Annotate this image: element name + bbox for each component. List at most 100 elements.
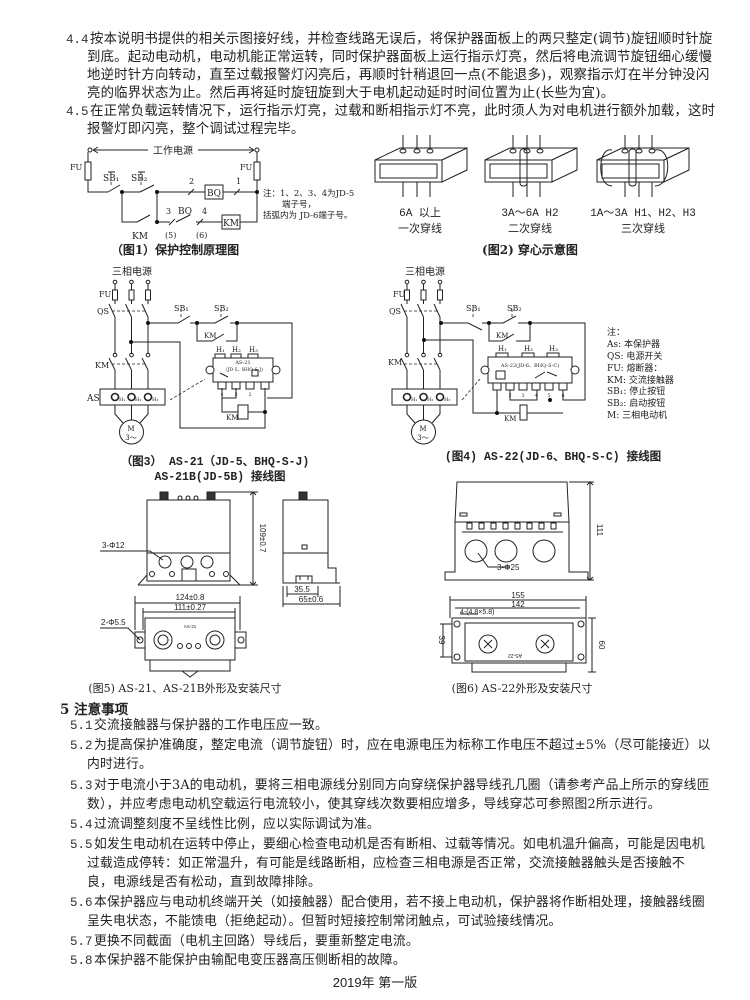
bq-box-label: BQ: [207, 189, 221, 199]
three-phase-source-label: 三相电源: [405, 265, 445, 278]
terminal-number: 3: [522, 393, 525, 399]
legend-line: SB₂: 启动按钮: [607, 397, 665, 409]
paragraph-line: 本保护器不能保护由输配电变压器高压侧断相的故障。: [94, 953, 406, 968]
pass-label: 三次穿线: [621, 221, 665, 235]
figure-5-as21-dimensions: 3-Φ12 109±0.7 35.5 65±0.6 124±0.8 111±0.…: [88, 491, 341, 695]
terminal-number: 6: [562, 393, 565, 399]
item-number: 5.4: [70, 818, 93, 832]
fig1-note: 端子号，: [282, 199, 316, 210]
side-dimension-b: 65±0.6: [299, 595, 324, 604]
sb1-label: SB₁: [466, 304, 481, 313]
threading-box-2: [484, 134, 578, 198]
paragraph-line: 过载造成停转：如正常温升，有可能是线路断相，应检查三相电源是否正常，交流接触器触…: [87, 856, 685, 871]
km-contact-label: KM: [132, 232, 148, 242]
three-phase-source-label: 三相电源: [112, 265, 152, 278]
item-number: 5.7: [70, 935, 93, 949]
device-model-label: AS-21: [184, 624, 197, 629]
item-number: 5.5: [70, 838, 93, 852]
terminal-6-label: (6): [196, 231, 207, 240]
paragraph-line: 为提高保护准确度，整定电流（调节旋钮）时，应在电源电压为标称工作电压不超过±5%…: [94, 738, 711, 753]
fig2-caption: (图2) 穿心示意图: [482, 242, 578, 257]
section-heading: 5 注意事项: [60, 702, 129, 718]
paragraph-line: 按本说明书提供的相关示图接好线，并检查线路无误后，将保护器面板上的两只整定(调节…: [90, 32, 713, 47]
terminal-number: 2: [509, 393, 512, 399]
width-dimension-a: 155: [511, 591, 525, 600]
sb2-label: SB₂: [507, 304, 522, 313]
terminal-number: 3: [235, 392, 238, 398]
fig5-caption: (图5) AS-21、AS-21B外形及安装尺寸: [88, 681, 281, 695]
paragraph-line: 如发生电动机在运转中停止，要细心检查电动机是否有断相、过载等情况。如电机温升偏高…: [94, 837, 705, 852]
paragraph-line: 数），并应考虑电动机空载运行电流较小，使其穿线次数要相应增多，导线穿芯可参照图2…: [87, 797, 661, 812]
h3-label: H₃: [444, 397, 450, 403]
paragraph-line: 过流调整刻度不呈线性比例，应以实际调试为准。: [94, 817, 380, 832]
pass-label: 二次穿线: [508, 221, 552, 235]
km-coil-label: KM: [504, 415, 516, 423]
width-dimension-a: 124±0.8: [176, 593, 205, 602]
three-phase-circuit: [99, 279, 166, 445]
item-number: 5.1: [70, 719, 93, 733]
h2-label: H₂: [427, 397, 433, 403]
as-label: AS: [86, 394, 100, 404]
mount-holes-dimension: 2-Φ5.5: [101, 618, 126, 627]
motor-phase-label: 3～: [125, 434, 136, 442]
paragraph-line: 到底。起动电动机，电动机能正常运转，同时保护器面板上运行指示灯亮，然后将电流调节…: [87, 50, 713, 65]
terminal-number: 5: [548, 393, 551, 399]
km-label: KM: [95, 361, 109, 370]
fig1-caption: （图1）保护控制原理图: [111, 242, 239, 257]
qs-label: QS: [389, 307, 401, 316]
edition-footer: 2019年 第一版: [332, 975, 418, 990]
terminal-number: 4: [535, 393, 538, 399]
pass-label: 一次穿线: [398, 221, 442, 235]
item-number: 5.6: [70, 896, 93, 910]
paragraph-line: 在正常负载运转情况下，运行指示灯亮，过载和断相指示灯不亮，此时须人为对电机进行额…: [90, 104, 716, 119]
height-dimension: 109±0.7: [258, 524, 267, 553]
paragraph-line: 呈失电状态，不能馈电（拒绝起动）。但暂时短接控制常闭触点，可试验接线情况。: [87, 914, 562, 929]
device-model-label: AS-21: [234, 360, 250, 366]
device-model-sub-label: （JD-5、BHQ-S-J): [223, 366, 263, 373]
threading-box-3: [596, 134, 690, 198]
h1-label: H₁: [216, 346, 225, 354]
paragraph-line: 对于电流小于3A的电动机，要将三相电源线分别同方向穿绕保护器导线孔几圈（请参考产…: [94, 778, 710, 793]
sb2-label: SB₂: [131, 174, 148, 184]
legend-line: SB₁: 停止按钮: [607, 385, 665, 397]
legend-line: As: 本保护器: [606, 338, 660, 350]
h3-label: H₃: [249, 346, 258, 354]
paragraph-line: 内时进行。: [87, 757, 152, 772]
item-number: 5.8: [70, 954, 93, 968]
figure-1-control-schematic: 工作电源 FU FU SB₁ SB₂ 2 1 BQ 3 BQ 4 KM KM (…: [70, 144, 354, 257]
power-label: 工作电源: [153, 144, 193, 157]
terminal-number: 4: [221, 392, 224, 398]
qs-label: QS: [97, 307, 109, 316]
figure-2-wire-threading: 6A 以上 一次穿线 3A～6A H2 二次穿线 1A～3A H1、H2、H3 …: [374, 134, 696, 257]
paragraph-line: 良，电源线是否有松动，直到故障排除。: [87, 875, 321, 890]
device-model-label: AS-22: [508, 652, 522, 658]
km-contact-label: KM: [204, 332, 216, 340]
terminal-1-label: 1: [236, 177, 241, 186]
depth-dimension-b: 60: [597, 641, 606, 650]
h3-label: H₃: [549, 345, 558, 353]
legend-line: M: 三相电动机: [607, 409, 667, 421]
range-label: 3A～6A H2: [501, 208, 558, 220]
h2-label: H₂: [232, 346, 241, 354]
fig3-caption: （图3） AS-21（JD-5、BHQ-S-J): [121, 454, 310, 469]
fig6-caption: (图6) AS-22外形及安装尺寸: [452, 681, 593, 695]
mount-holes-dimension: 4-(4.8×5.8): [460, 609, 494, 616]
sb1-label: SB₁: [103, 174, 119, 184]
item-number: 4.5: [66, 105, 89, 119]
sb2-label: SB₂: [214, 304, 229, 313]
h2-label: H₂: [524, 345, 533, 353]
width-dimension-b: 142: [511, 600, 525, 609]
paragraph-line: 地逆时针方向转动，直至过载报警灯闪亮后，再顺时针稍退回一点(不能退多)，观察指示…: [87, 68, 710, 83]
legend-line: QS: 电源开关: [607, 350, 662, 362]
fig1-note: 括弧内为 JD-6端子号。: [263, 210, 352, 221]
km-coil-label: KM: [223, 219, 239, 229]
paragraph-line: 报警灯即闪亮，整个调试过程完毕。: [87, 122, 305, 137]
bq-contact-label: BQ: [178, 207, 192, 217]
fuse-label: FU: [240, 163, 253, 172]
fig1-note: 注：1、2、3、4为JD-5: [263, 188, 354, 199]
h1-label: H₁: [411, 397, 417, 403]
paragraph-line: 亮的临界状态为止。然后再将延时旋钮旋到大于电机起动延时时间位置为止(长些为宜)。: [87, 86, 615, 101]
side-dimension-a: 35.5: [294, 585, 310, 594]
threading-box-1: [374, 135, 468, 197]
legend-line: FU: 熔断器：: [607, 362, 662, 374]
